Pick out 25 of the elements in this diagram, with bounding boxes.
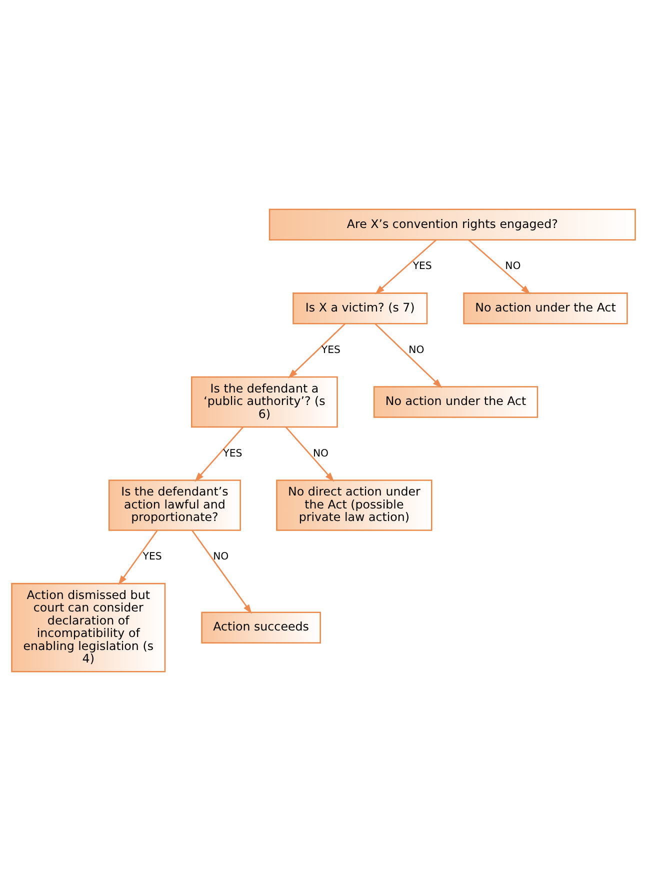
edge-label: NO: [408, 344, 424, 356]
node-box: Action succeeds: [201, 612, 321, 644]
edge-label: YES: [223, 448, 242, 460]
arrow: [375, 239, 437, 294]
edge-label: NO: [312, 448, 329, 460]
arrow: [285, 426, 334, 482]
node-box: No direct action under the Act (possible private law action): [276, 480, 432, 531]
arrow: [288, 323, 346, 378]
arrow: [374, 323, 442, 388]
node-box: Is the defendant a ‘public authority’? (s 6): [191, 376, 338, 428]
edge-label: YES: [142, 552, 162, 563]
node-box: No action under the Act: [373, 386, 538, 418]
arrow: [194, 426, 244, 482]
arrow: [118, 530, 158, 585]
node-box: No action under the Act: [463, 292, 628, 324]
node-box: Is the defendant’s action lawful and proportionate?: [108, 480, 241, 531]
edge-label: NO: [213, 552, 229, 563]
edge-label: NO: [505, 261, 521, 272]
arrow: [192, 530, 252, 614]
edge-label: YES: [321, 344, 340, 356]
arrow: [468, 239, 530, 294]
edge-label: YES: [412, 261, 432, 272]
node-box: Action dismissed but court can consider declaration of incompatibility of enabling legislation (s 4): [11, 582, 166, 672]
node-box: Is X a victim? (s 7): [292, 292, 428, 324]
node-box: Are X’s convention rights engaged?: [268, 208, 636, 240]
